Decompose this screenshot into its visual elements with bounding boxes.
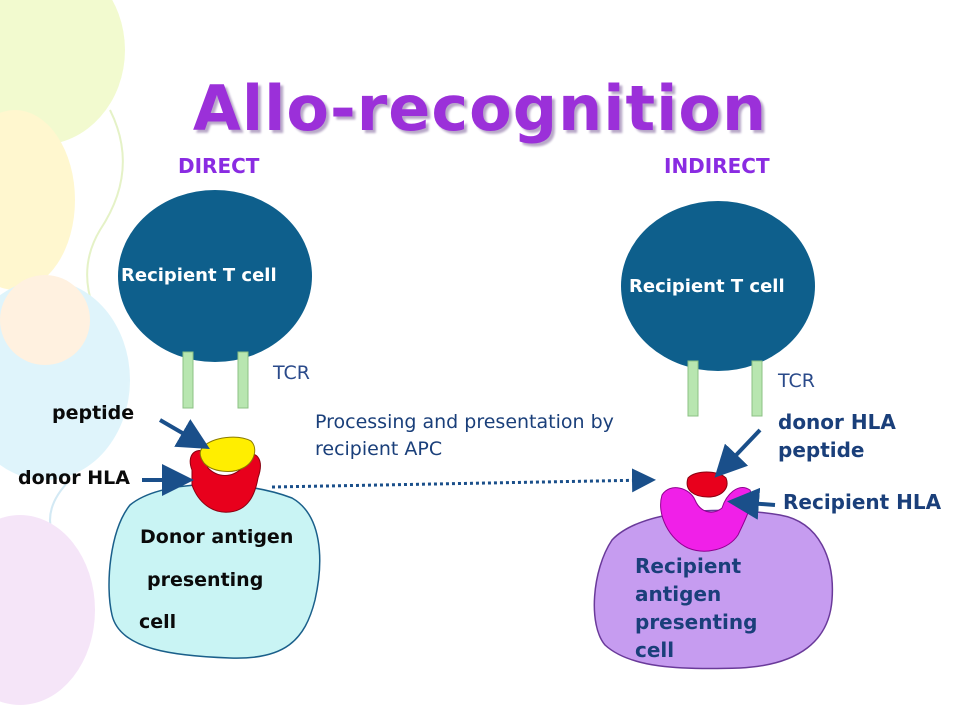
- processing-arrow: [271, 468, 656, 493]
- indirect-heading: INDIRECT: [664, 154, 770, 178]
- tcr-bar-indirect-left: [687, 360, 699, 417]
- recipient-hla-arrow: [727, 487, 776, 520]
- donor-hla-peptide-arrow: [714, 428, 762, 478]
- peptide-label: peptide: [52, 402, 135, 424]
- t-cell-label-direct: Recipient T cell: [121, 265, 277, 286]
- processing-label-line-2: recipient APC: [315, 438, 443, 460]
- donor-apc-label-line-2: presenting: [147, 569, 264, 591]
- recipient-t-cell-indirect: [621, 201, 815, 371]
- recipient-apc-label-line-1: Recipient: [635, 554, 742, 578]
- t-cell-label-indirect: Recipient T cell: [629, 276, 785, 297]
- tcr-label-direct: TCR: [273, 362, 310, 384]
- balloon-peach-icon: [0, 275, 90, 365]
- donor-hla-peptide-label-line-2: peptide: [778, 438, 865, 462]
- donor-hla-label: donor HLA: [18, 467, 130, 489]
- page-title: Allo-recognition: [192, 72, 768, 145]
- peptide-arrow: [158, 418, 210, 450]
- recipient-t-cell-direct: [118, 190, 312, 362]
- direct-heading: DIRECT: [178, 154, 260, 178]
- balloon-pink-icon: [0, 515, 95, 705]
- donor-hla-peptide-shape: [686, 471, 728, 498]
- recipient-apc-label-line-2: antigen: [635, 582, 722, 606]
- donor-apc-label-line-1: Donor antigen: [140, 526, 294, 548]
- processing-label-line-1: Processing and presentation by: [315, 411, 614, 433]
- peptide-shape: [199, 436, 256, 472]
- donor-hla-peptide-label-line-1: donor HLA: [778, 410, 896, 434]
- balloon-yellow-green-icon: [0, 0, 125, 145]
- tcr-bar-indirect-right: [751, 360, 763, 417]
- tcr-bar-direct-right: [237, 351, 249, 409]
- donor-apc-label-line-3: cell: [139, 611, 177, 633]
- balloon-yellow-icon: [0, 110, 75, 290]
- recipient-hla-label: Recipient HLA: [783, 490, 942, 514]
- tcr-label-indirect: TCR: [778, 370, 815, 392]
- balloon-decoration: [0, 0, 130, 705]
- recipient-apc-label-line-3: presenting: [635, 610, 758, 634]
- tcr-bar-direct-left: [182, 351, 194, 409]
- recipient-apc-label-line-4: cell: [635, 638, 675, 662]
